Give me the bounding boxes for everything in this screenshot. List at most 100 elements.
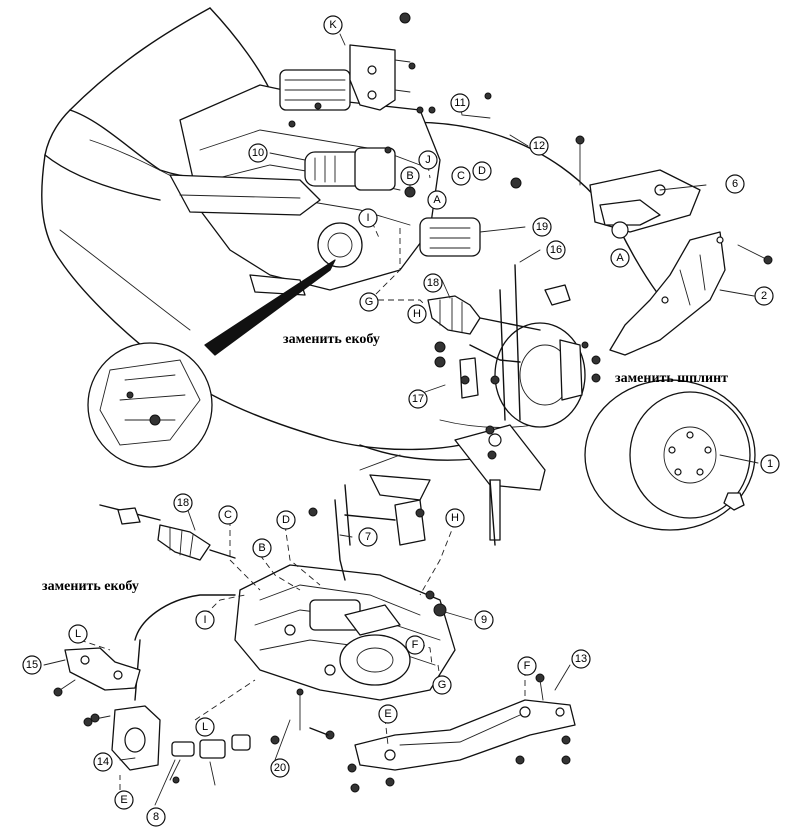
starter-motor: [304, 147, 396, 191]
callout-14: 14: [93, 752, 113, 772]
callout-13: 13: [571, 649, 591, 669]
callout-a-mount-text: A: [616, 252, 624, 264]
callout-c-upper: C: [451, 166, 471, 186]
callout-9-text: 9: [481, 614, 487, 626]
callout-d-upper-text: D: [478, 165, 486, 177]
engine-bracket-k: [349, 44, 411, 111]
callout-i-upper-text: I: [366, 212, 369, 224]
callout-c-upper-text: C: [457, 170, 465, 182]
callout-19-text: 19: [536, 221, 548, 233]
callout-k: K: [323, 15, 343, 35]
callout-2: 2: [754, 286, 774, 306]
callout-a-upper-text: A: [433, 194, 441, 206]
callout-13-text: 13: [575, 653, 587, 665]
transaxle-assembly: [234, 564, 456, 731]
callout-6: 6: [725, 174, 745, 194]
callout-e-crossmember: E: [378, 704, 398, 724]
crossmember: [354, 673, 576, 771]
callout-c-lower-text: C: [224, 509, 232, 521]
callout-14-text: 14: [97, 756, 109, 768]
callout-f-crossmember-text: F: [524, 660, 531, 672]
callout-17: 17: [408, 389, 428, 409]
callout-j: J: [418, 150, 438, 170]
shift-cables: [334, 454, 431, 581]
callout-15-text: 15: [26, 659, 38, 671]
engine-block: [169, 69, 441, 296]
callout-j-text: J: [425, 154, 431, 166]
callout-b-upper-text: B: [406, 170, 413, 182]
callout-k-text: K: [329, 19, 337, 31]
lower-control-arm: [454, 424, 546, 541]
callout-f-crossmember: F: [517, 656, 537, 676]
callout-7-text: 7: [365, 531, 371, 543]
callout-8: 8: [146, 807, 166, 827]
callout-h-upper-text: H: [413, 308, 421, 320]
note-replace-clip-upper: заменить екобу: [283, 332, 380, 347]
callout-16-text: 16: [550, 244, 562, 256]
vehicle-body-outline: [41, 7, 681, 461]
callout-12-text: 12: [533, 140, 545, 152]
callout-a-upper: A: [427, 190, 447, 210]
callout-e-crossmember-text: E: [384, 708, 391, 720]
callout-g-lower-text: G: [438, 679, 447, 691]
callout-i-lower: I: [195, 610, 215, 630]
callout-18-lower: 18: [173, 493, 193, 513]
callout-9: 9: [474, 610, 494, 630]
callout-18-upper-text: 18: [427, 277, 439, 289]
callout-18-lower-text: 18: [177, 497, 189, 509]
callout-b-lower: B: [252, 538, 272, 558]
callout-c-lower: C: [218, 505, 238, 525]
callout-l-upper: L: [68, 624, 88, 644]
callout-20: 20: [270, 758, 290, 778]
callout-19: 19: [532, 217, 552, 237]
callout-d-lower: D: [276, 510, 296, 530]
callout-a-mount: A: [610, 248, 630, 268]
callout-18-upper: 18: [423, 273, 443, 293]
callout-l-lower: L: [195, 717, 215, 737]
drive-shaft-lower: [99, 504, 236, 561]
wheel-tire: [584, 379, 756, 531]
callout-10-text: 10: [252, 147, 264, 159]
bracket-15: [53, 647, 141, 697]
brake-disc-hub: [494, 322, 586, 428]
engine-mount: [575, 135, 701, 239]
callout-e-left: E: [114, 790, 134, 810]
callout-12: 12: [529, 136, 549, 156]
leader-lines: [43, 33, 759, 806]
fasteners: [90, 12, 601, 793]
callout-8-text: 8: [153, 811, 159, 823]
callout-d-lower-text: D: [282, 514, 290, 526]
callout-20-text: 20: [274, 762, 286, 774]
callout-16: 16: [546, 240, 566, 260]
callout-g-lower: G: [432, 675, 452, 695]
callout-l-lower-text: L: [202, 721, 208, 733]
callout-11: 11: [450, 93, 470, 113]
callout-g-upper-text: G: [365, 296, 374, 308]
callout-1: 1: [760, 454, 780, 474]
speed-sensor-parts: [169, 734, 251, 786]
drive-shaft-upper: [427, 295, 541, 335]
callout-6-text: 6: [732, 178, 738, 190]
note-replace-clip-lower: заменить екобу: [42, 579, 139, 594]
clutch-pipe: [134, 594, 236, 701]
callout-7: 7: [358, 527, 378, 547]
callout-h-lower: H: [445, 508, 465, 528]
callout-i-upper: I: [358, 208, 378, 228]
callout-f-transaxle: F: [405, 635, 425, 655]
callout-15: 15: [22, 655, 42, 675]
clutch-release-cylinder: [419, 217, 481, 257]
callout-g-upper: G: [359, 292, 379, 312]
callout-1-text: 1: [767, 458, 773, 470]
callout-2-text: 2: [761, 290, 767, 302]
callout-i-lower-text: I: [203, 614, 206, 626]
callout-10: 10: [248, 143, 268, 163]
callout-e-left-text: E: [120, 794, 127, 806]
splash-shield: [609, 231, 773, 356]
callout-17-text: 17: [412, 393, 424, 405]
callout-b-lower-text: B: [258, 542, 265, 554]
callout-l-upper-text: L: [75, 628, 81, 640]
callout-b-upper: B: [400, 166, 420, 186]
callout-h-upper: H: [407, 304, 427, 324]
bracket-14: [83, 705, 161, 771]
